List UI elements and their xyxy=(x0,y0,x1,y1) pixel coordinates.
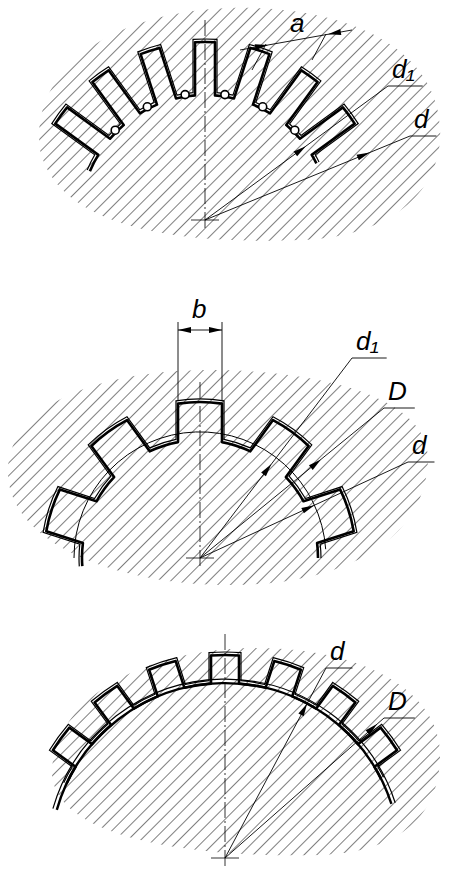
arrowhead xyxy=(261,464,271,476)
arrowhead xyxy=(298,703,307,716)
arrowhead xyxy=(328,29,341,35)
dimension-label: D xyxy=(388,686,407,716)
extension-line xyxy=(312,34,326,60)
root-relief xyxy=(221,91,229,99)
leader-shelf xyxy=(408,462,434,463)
axis-line xyxy=(225,633,226,866)
leader-shelf xyxy=(326,668,352,669)
dimension-label: d xyxy=(330,636,344,666)
dimension-label: d₁ xyxy=(392,54,415,84)
root-relief xyxy=(291,126,299,134)
arrowhead xyxy=(209,327,222,333)
hatched-section xyxy=(52,648,440,855)
arrowhead xyxy=(366,724,378,735)
root-relief xyxy=(111,126,119,134)
leader-line xyxy=(200,358,352,558)
leader-line xyxy=(225,668,326,858)
extension-line xyxy=(222,322,223,400)
leader-shelf xyxy=(410,136,436,137)
dimension-label: d₁ xyxy=(356,326,379,356)
leader-line xyxy=(200,462,408,558)
dimension-label: a xyxy=(290,8,304,38)
arrowhead xyxy=(309,459,321,470)
dimension-label: b xyxy=(192,294,206,324)
leader-line xyxy=(200,408,384,558)
root-relief xyxy=(259,103,267,111)
hatched-section xyxy=(8,370,428,585)
dimension-label: d xyxy=(412,430,426,460)
arrowhead xyxy=(301,505,314,513)
leader-line xyxy=(205,136,410,220)
root-circle xyxy=(57,683,392,810)
leader-shelf xyxy=(388,86,423,87)
dimension-label: D xyxy=(388,376,407,406)
leader-line xyxy=(225,718,384,858)
extension-line xyxy=(178,322,179,400)
leader-shelf xyxy=(384,408,415,409)
hub-circle xyxy=(53,679,395,809)
arrowhead xyxy=(255,44,268,50)
axis-line xyxy=(205,20,206,228)
leader-shelf xyxy=(384,718,415,719)
hatched-section xyxy=(39,8,440,241)
root-relief xyxy=(143,103,151,111)
arrowhead xyxy=(357,153,370,161)
leader-shelf xyxy=(352,358,387,359)
arrowhead xyxy=(178,327,191,333)
root-relief xyxy=(181,91,189,99)
leader-line xyxy=(205,86,388,220)
arrowhead xyxy=(294,146,306,156)
axis-line xyxy=(200,380,201,566)
dimension-label: d xyxy=(414,104,428,134)
